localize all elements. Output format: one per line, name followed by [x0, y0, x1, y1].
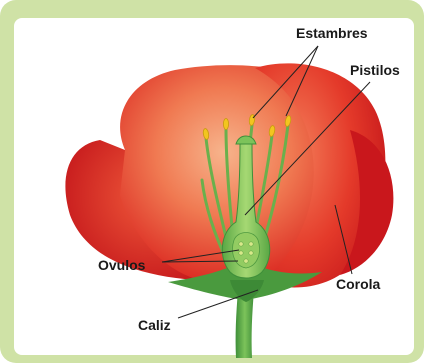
label-corolla: Corola — [336, 276, 381, 292]
label-ovules: Ovulos — [98, 257, 146, 273]
label-calyx: Caliz — [138, 317, 171, 333]
label-pistils: Pistilos — [350, 62, 400, 78]
label-stamens: Estambres — [296, 25, 368, 41]
